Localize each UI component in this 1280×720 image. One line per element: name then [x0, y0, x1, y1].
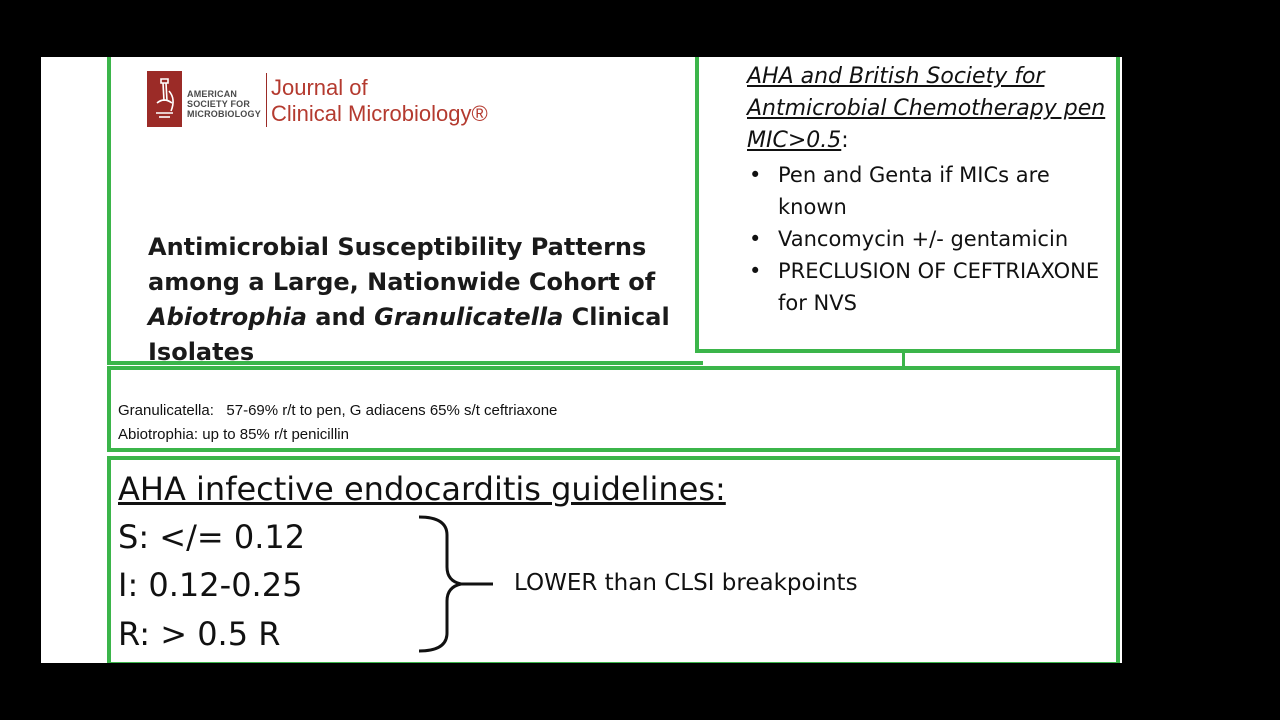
aha-ie-guidelines-frame: [107, 456, 1120, 663]
asm-line-1: AMERICAN: [187, 89, 238, 99]
paper-title-line-4: Isolates: [148, 338, 255, 366]
finding-abiotrophia: Abiotrophia: up to 85% r/t penicillin: [118, 426, 349, 443]
asm-line-3: MICROBIOLOGY: [187, 109, 261, 119]
journal-logo: AMERICAN SOCIETY FOR MICROBIOLOGY Journa…: [147, 71, 497, 131]
asm-wordmark: AMERICAN SOCIETY FOR MICROBIOLOGY: [187, 89, 261, 119]
paper-title-clinical: Clinical: [563, 303, 670, 331]
paper-title-line-1: Antimicrobial Susceptibility Patterns: [148, 233, 647, 261]
aha-bsac-callout-frame: [695, 57, 1120, 353]
journal-wordmark: Journal of Clinical Microbiology®: [271, 75, 488, 127]
genus-granulicatella: Granulicatella: [374, 303, 564, 331]
finding-granulicatella: Granulicatella: 57-69% r/t to pen, G adi…: [118, 402, 558, 419]
asm-line-2: SOCIETY FOR: [187, 99, 251, 109]
slide: AMERICAN SOCIETY FOR MICROBIOLOGY Journa…: [41, 57, 1122, 663]
paper-title-conjunction: and: [306, 303, 375, 331]
paper-title-line-3: Abiotrophia and Granulicatella Clinical: [148, 300, 683, 335]
curly-brace-icon: [418, 515, 493, 653]
microscope-icon: [147, 71, 182, 127]
journal-line-1: Journal of: [271, 75, 368, 100]
bullet-preclusion-ceftriaxone: PRECLUSION OF CEFTRIAXONE for NVS: [747, 255, 1112, 319]
logo-divider: [266, 73, 267, 127]
paper-title: Antimicrobial Susceptibility Patterns am…: [148, 230, 683, 370]
paper-title-line-2: among a Large, Nationwide Cohort of: [148, 268, 656, 296]
callout-connector: [902, 353, 905, 367]
bullet-pen-genta: Pen and Genta if MICs are known: [747, 159, 1112, 223]
bullet-vancomycin: Vancomycin +/- gentamicin: [747, 223, 1112, 255]
susceptibility-findings: Granulicatella: 57-69% r/t to pen, G adi…: [118, 399, 557, 447]
breakpoint-susceptible: S: </= 0.12: [118, 518, 306, 556]
aha-bsac-heading: AHA and British Society for Antmicrobial…: [747, 61, 1117, 157]
paper-citation-frame: [107, 57, 703, 365]
aha-bsac-heading-text: AHA and British Society for Antmicrobial…: [747, 64, 1106, 153]
clsi-comparison-note: LOWER than CLSI breakpoints: [514, 570, 858, 596]
journal-line-2: Clinical Microbiology®: [271, 101, 488, 126]
aha-bsac-bullet-list: Pen and Genta if MICs are known Vancomyc…: [747, 159, 1112, 319]
findings-frame: [107, 366, 1120, 452]
genus-abiotrophia: Abiotrophia: [148, 303, 307, 331]
aha-bsac-heading-colon: :: [841, 128, 849, 153]
aha-ie-heading: AHA infective endocarditis guidelines:: [118, 470, 726, 508]
breakpoint-resistant: R: > 0.5 R: [118, 615, 281, 653]
breakpoint-intermediate: I: 0.12-0.25: [118, 566, 303, 604]
